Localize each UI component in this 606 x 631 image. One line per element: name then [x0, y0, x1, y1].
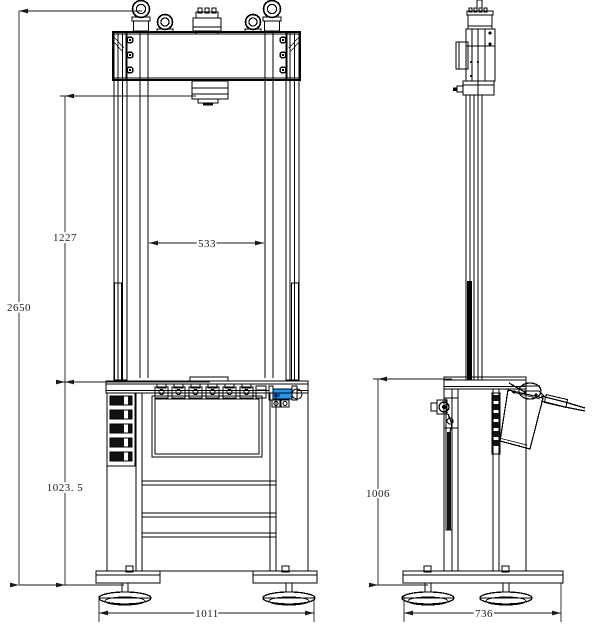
side-control-arm: [498, 382, 586, 450]
dimension-overall-height: [10, 8, 142, 588]
side-top-actuator: [453, 0, 496, 96]
dimension-side-height: [369, 376, 452, 588]
lower-cabinet-frame: [106, 392, 309, 572]
base-and-feet-side: [401, 565, 564, 606]
highlighted-control-module[interactable]: [268, 385, 303, 408]
dimension-labels: 2650 1227 1023. 5 533 1011 1006 736: [5, 230, 495, 622]
side-handwheel-assembly: [430, 397, 459, 433]
dimension-text-upper-clear-height: 1227: [53, 232, 77, 244]
top-actuator-block: [192, 7, 222, 35]
side-elevation-view: [401, 0, 586, 606]
dimension-base-width-side: [403, 583, 562, 622]
dimension-upper-clear-height: [56, 93, 196, 385]
side-cabinet-body: [430, 388, 527, 572]
lifting-eye-bolts: [131, 0, 282, 34]
dimension-annotations: [10, 8, 562, 622]
dimension-text-opening-width: 533: [198, 238, 216, 250]
lifting-eye-icon: [244, 13, 262, 34]
dimension-text-side-height: 1006: [366, 488, 390, 500]
lifting-eye-icon: [262, 0, 282, 32]
leveling-foot: [401, 591, 455, 606]
dimension-text-base-width-front: 1011: [195, 608, 219, 620]
dimension-text-lower-height: 1023. 5: [47, 482, 84, 494]
leveling-foot: [98, 591, 152, 606]
lifting-eye-icon: [156, 13, 174, 34]
base-and-feet-front: [95, 565, 318, 606]
dimension-base-width-front: [98, 596, 315, 622]
manifold-end-cap: [255, 385, 267, 399]
column-left: [113, 31, 128, 381]
inner-guide-columns: [139, 32, 274, 378]
dimension-text-base-width-side: 736: [475, 608, 493, 620]
leveling-foot: [479, 591, 533, 606]
upper-load-cell-fixture: [191, 80, 229, 106]
drawer-rack-left: [106, 392, 136, 467]
top-crosshead-beam: [112, 31, 301, 81]
column-right: [285, 31, 300, 381]
dimension-text-overall-height: 2650: [7, 302, 31, 314]
side-main-column: [465, 94, 483, 381]
side-cabinet-top-plate: [443, 376, 527, 390]
leveling-foot: [262, 591, 316, 606]
dimension-lower-height: [56, 379, 210, 588]
front-elevation-view: [95, 0, 318, 606]
lifting-eye-icon: [131, 0, 151, 32]
